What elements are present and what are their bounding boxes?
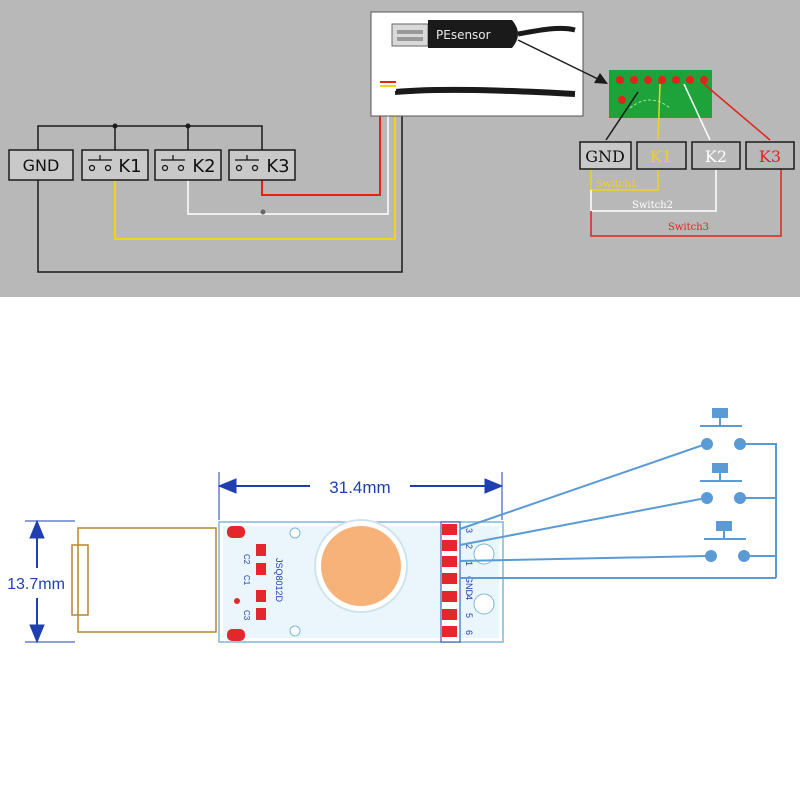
right-terminal-k2: K2 [691,141,741,170]
bottom-dimension-diagram: 31.4mm 13.7mm JSQ8012D C2 C1 C3 [0,297,800,800]
smd-pads [227,526,266,641]
left-terminal-k3-label: K3 [266,156,289,177]
pushbutton-icon [704,521,750,562]
connector-outline [71,527,217,633]
pointer-arrow [517,39,608,84]
touch-sensor-pad [314,519,408,613]
left-terminal-k2-label: K2 [192,156,215,177]
pushbutton-symbol [161,155,185,172]
c3-silk-label: C3 [242,610,251,621]
chip-silk-label: JSQ8012D [274,558,284,603]
right-terminal-k1: K1 [636,141,687,170]
left-terminal-gnd: GND [8,149,74,181]
usb-plug-icon [391,23,429,47]
left-terminal-k2: K2 [154,149,222,181]
switch2-label: Switch2 [632,200,673,211]
right-terminal-gnd: GND [579,141,632,170]
top-wiring-diagram: GND K1 K2 K3 PEsensor [0,0,800,297]
pushbutton-icon [700,408,746,450]
width-dimension-label: 31.4mm [329,478,390,497]
k1-wire [114,92,396,240]
left-terminal-k1: K1 [81,149,149,181]
pin-label-2: 2 [464,544,474,549]
left-terminal-k3: K3 [228,149,296,181]
k3-wire [261,92,381,196]
pushbutton-symbol [88,155,112,172]
pin-label-gnd: GND [464,576,474,597]
pin-label-3: 3 [464,528,474,533]
pin-label-4: 4 [464,595,474,600]
pushbutton-symbol [235,155,259,172]
pushbutton-icon [700,463,746,504]
c1-silk-label: C1 [242,575,251,586]
right-terminal-k3: K3 [745,141,795,170]
usb-brand-label: PEsensor [436,28,491,42]
pin-label-6: 6 [464,630,474,635]
switch-wires [459,443,777,579]
switch3-label: Switch3 [668,222,709,233]
right-terminal-k1-label: K1 [650,147,672,166]
k2-wire [187,92,389,215]
left-terminal-gnd-label: GND [23,156,60,175]
right-wires [590,83,782,237]
width-dimension [217,472,504,520]
right-terminal-k2-label: K2 [705,147,727,166]
height-dimension-label: 13.7mm [7,576,65,593]
left-terminal-k1-label: K1 [118,156,141,177]
usb-cable-photo: PEsensor [370,11,584,117]
height-dimension [25,519,75,644]
switch1-label: Switch1 [596,179,637,190]
gnd-wire [37,92,403,273]
bottom-diagram-svg: 31.4mm 13.7mm JSQ8012D C2 C1 C3 [7,408,777,644]
pin-labels: 3 2 1 GND 4 5 6 [464,528,474,635]
pin-header [440,521,461,643]
right-terminal-gnd-label: GND [585,147,625,166]
pin-label-5: 5 [464,613,474,618]
top-diagram-svg: GND K1 K2 K3 PEsensor [8,11,795,273]
right-terminal-k3-label: K3 [759,147,781,166]
pin-label-1: 1 [464,561,474,566]
c2-silk-label: C2 [242,554,251,565]
